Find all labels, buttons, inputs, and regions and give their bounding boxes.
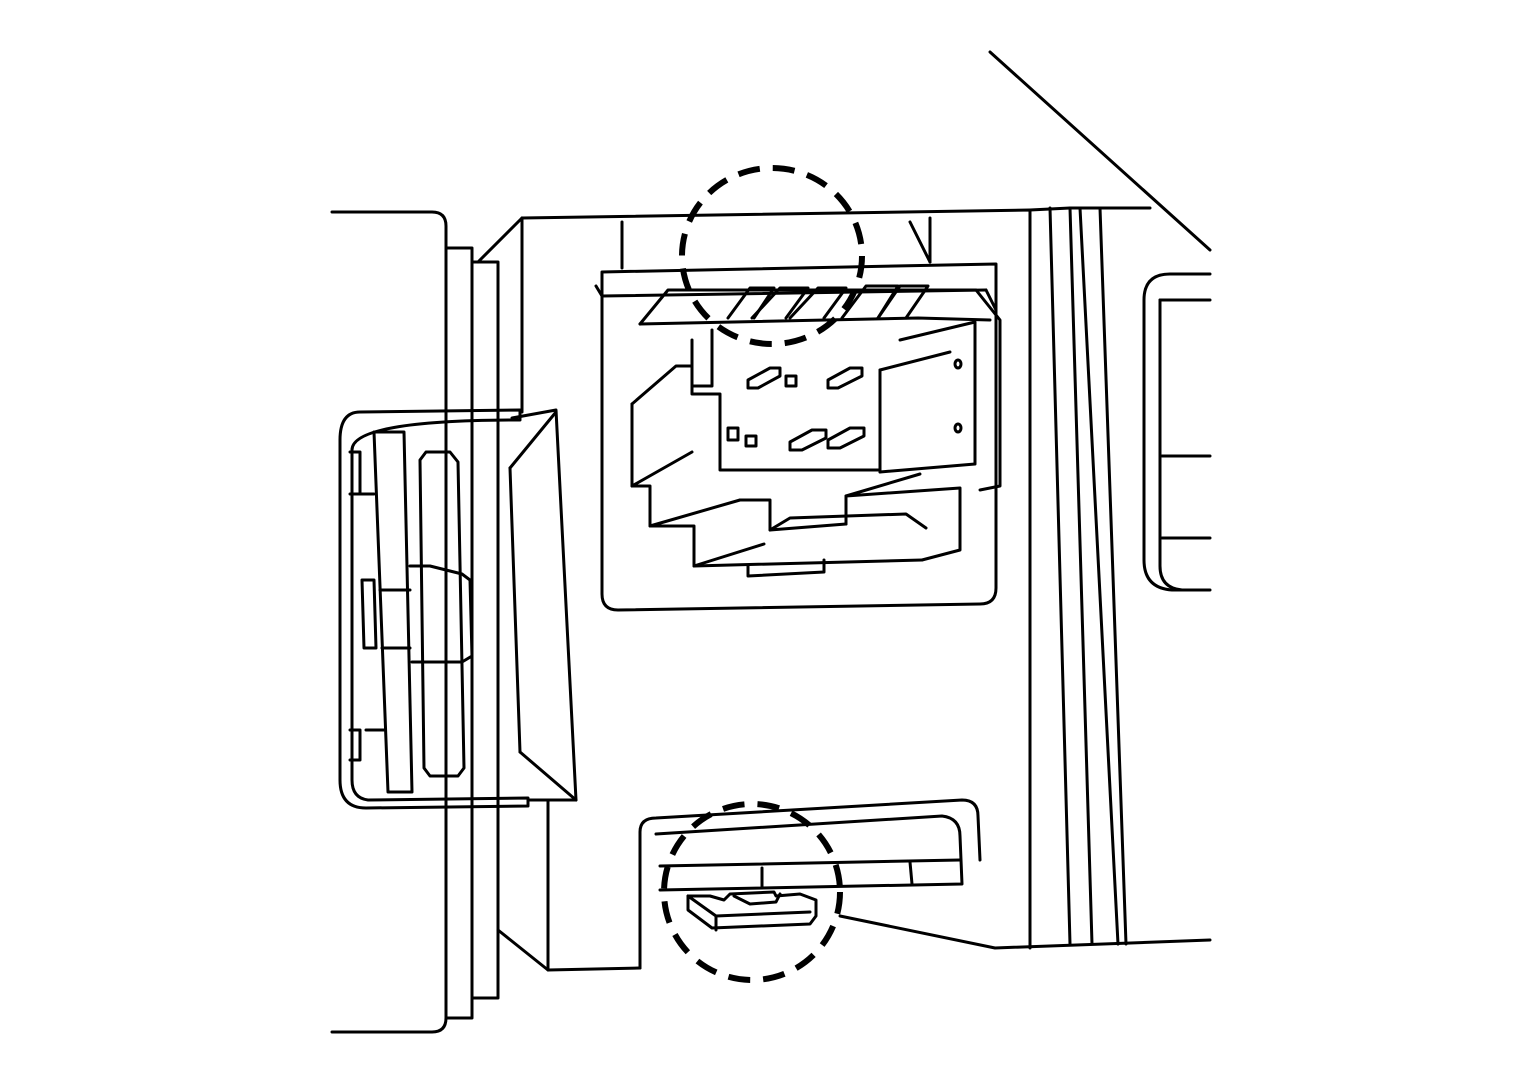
left-bracket xyxy=(330,210,500,1034)
background-edge-line xyxy=(988,50,1212,252)
main-housing xyxy=(476,206,1212,972)
lower-latch-callout xyxy=(661,801,843,983)
side-retainer xyxy=(338,408,578,810)
electrical-connector xyxy=(630,284,1002,578)
connector-pocket xyxy=(594,216,998,612)
upper-latch-callout xyxy=(679,165,865,347)
lower-latch xyxy=(638,798,982,970)
right-side-slot xyxy=(1142,272,1212,592)
